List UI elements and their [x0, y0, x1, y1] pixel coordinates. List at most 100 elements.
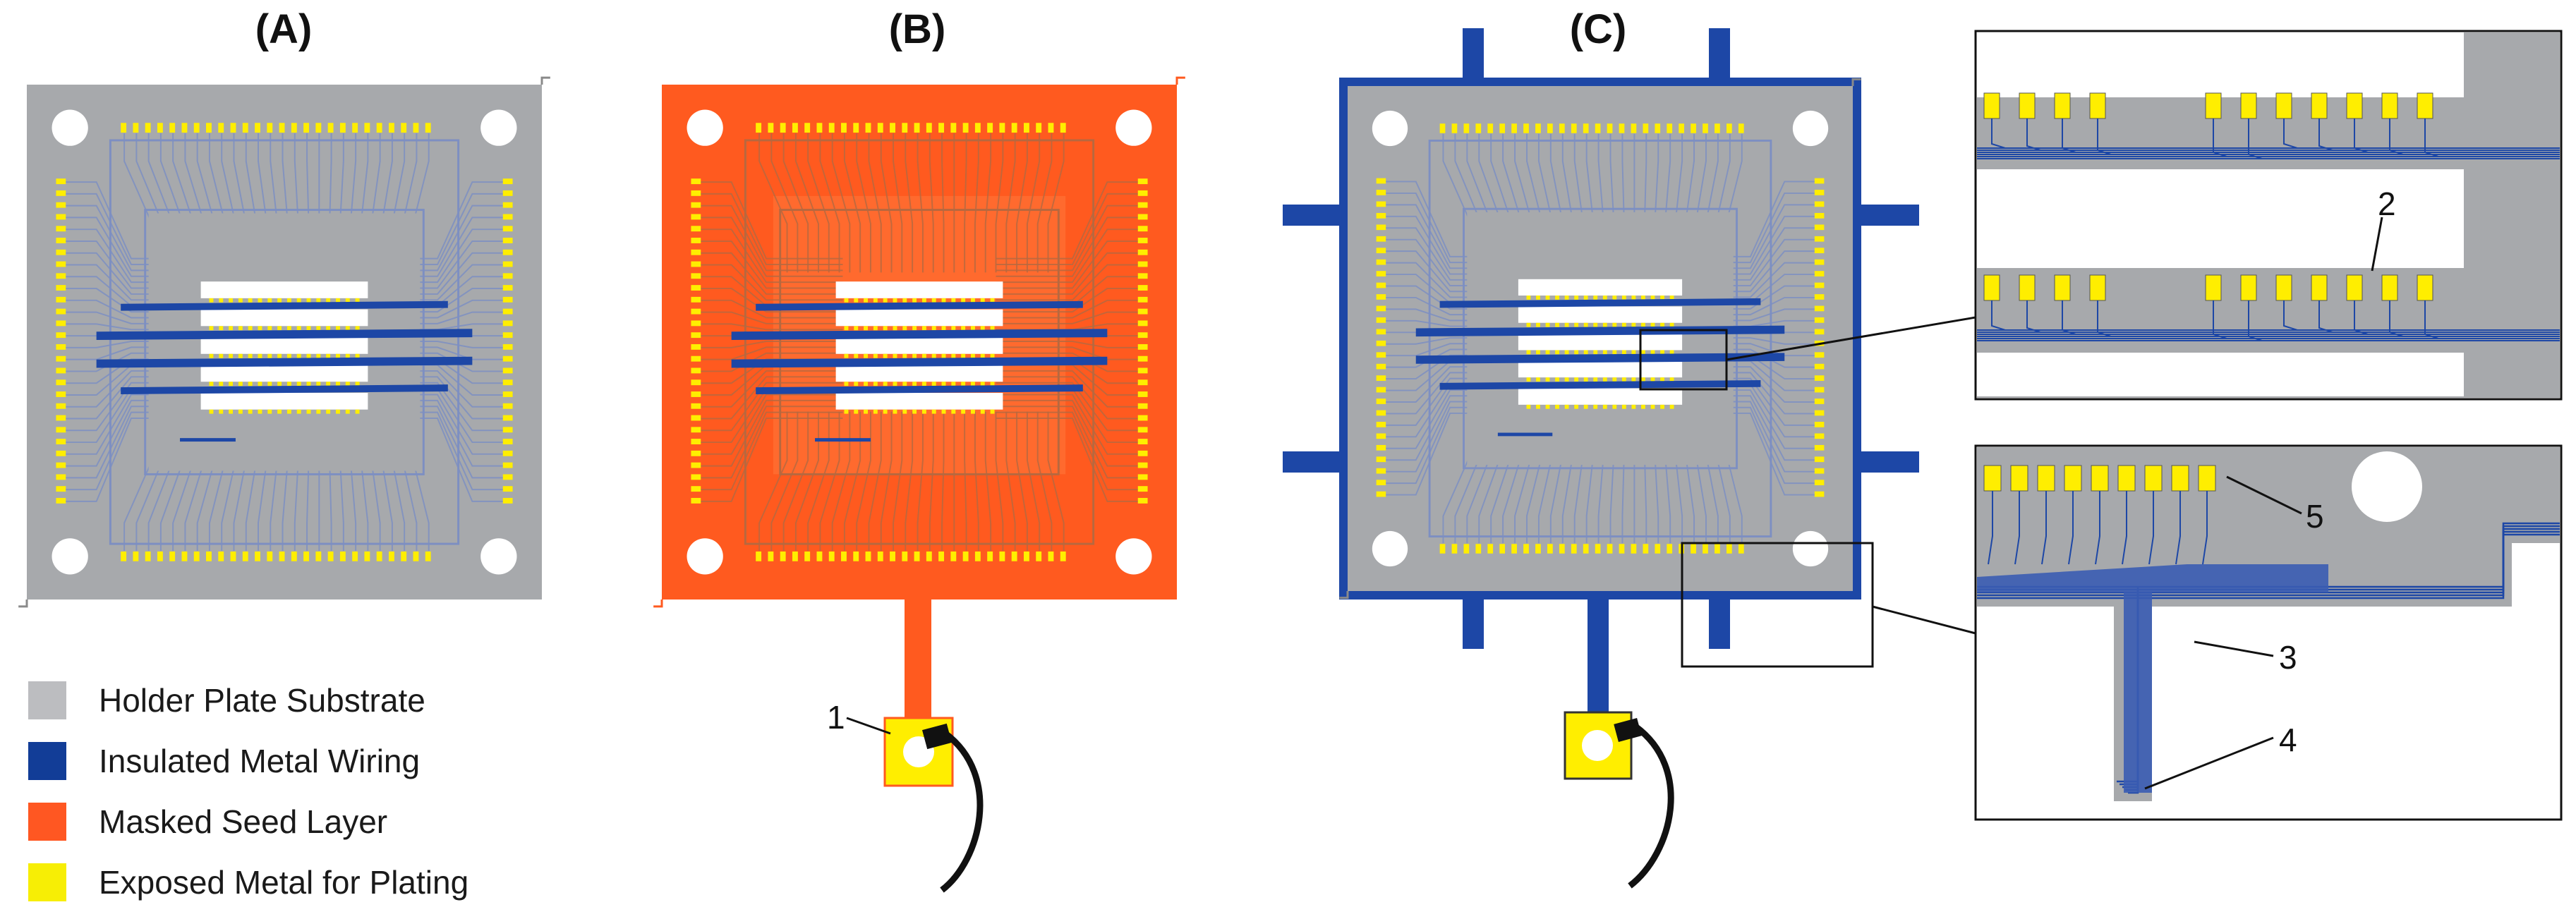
slot-pad	[307, 298, 311, 303]
slot-pad	[1565, 377, 1569, 382]
pad	[503, 250, 513, 255]
slot-pad	[1612, 405, 1616, 409]
mounting-hole	[2352, 451, 2422, 522]
slot-pad	[1622, 405, 1626, 409]
slot-pad	[316, 382, 320, 386]
pad	[1377, 283, 1386, 288]
slot-pad	[1622, 350, 1626, 354]
pad	[1024, 552, 1029, 561]
slot-pad	[1574, 350, 1578, 354]
pad	[987, 552, 993, 561]
slot-pad	[238, 298, 243, 303]
pad	[1138, 273, 1148, 279]
pad	[1815, 398, 1825, 404]
slot-pad	[356, 354, 360, 358]
slot	[836, 393, 1003, 410]
pad	[1691, 544, 1696, 554]
pad	[56, 415, 66, 421]
slot-pad	[883, 410, 888, 414]
pad	[328, 552, 334, 561]
slot-pad	[893, 410, 897, 414]
slot-pad	[287, 410, 291, 414]
pad	[169, 552, 175, 561]
pad	[1138, 379, 1148, 385]
slot-pad	[1536, 405, 1540, 409]
pad	[1377, 445, 1386, 451]
slot-pad	[854, 326, 858, 330]
pad	[2118, 465, 2135, 491]
slot-pad	[951, 382, 955, 386]
pad	[56, 368, 66, 374]
corner-mark	[542, 78, 550, 85]
pad	[841, 552, 847, 561]
pad	[890, 552, 895, 561]
pad	[56, 250, 66, 255]
pad	[1138, 202, 1148, 208]
pad	[255, 123, 260, 133]
slot-pad	[1555, 296, 1559, 300]
pad	[364, 123, 370, 133]
pad	[503, 451, 513, 456]
pad	[1815, 492, 1825, 497]
slot-pad	[902, 410, 907, 414]
pad	[328, 123, 334, 133]
pad	[352, 123, 358, 133]
pad	[1619, 123, 1625, 133]
pad	[999, 123, 1005, 133]
pad	[1452, 123, 1458, 133]
pad	[377, 123, 382, 133]
pad	[1487, 123, 1493, 133]
id-mark	[1498, 433, 1552, 437]
slot-pad	[922, 410, 926, 414]
pad	[2276, 93, 2292, 118]
pad	[503, 297, 513, 303]
pad	[1559, 544, 1565, 554]
pad	[1815, 306, 1825, 312]
slot-pad	[219, 326, 223, 330]
slot-pad	[356, 410, 360, 414]
frame-tab	[1856, 205, 1919, 226]
pad	[503, 178, 513, 184]
slot	[836, 281, 1003, 298]
pad	[1377, 456, 1386, 462]
mounting-hole	[52, 110, 88, 146]
pad	[255, 552, 260, 561]
slot-pad	[287, 298, 291, 303]
pad	[2090, 93, 2105, 118]
pad	[181, 552, 187, 561]
slot-pad	[346, 354, 350, 358]
slot-pad	[307, 382, 311, 386]
slot-pad	[209, 410, 213, 414]
slot-pad	[922, 382, 926, 386]
pad	[340, 552, 346, 561]
slot-pad	[209, 326, 213, 330]
pad	[691, 285, 701, 291]
pad	[503, 403, 513, 409]
pad	[1739, 544, 1744, 554]
pad	[2090, 275, 2105, 300]
slot-pad	[912, 382, 917, 386]
pad	[975, 552, 981, 561]
slot-pad	[1546, 350, 1550, 354]
slot-pad	[961, 354, 965, 358]
slot-pad	[336, 326, 340, 330]
pad	[1024, 123, 1029, 133]
pad	[829, 123, 835, 133]
legend-swatch-seed	[28, 803, 66, 841]
pad	[503, 238, 513, 243]
pad	[503, 344, 513, 350]
slot-pad	[864, 298, 868, 303]
pad	[975, 123, 981, 133]
slot-pad	[1641, 323, 1645, 327]
pad	[841, 123, 847, 133]
pad	[780, 552, 786, 561]
pad	[1036, 123, 1041, 133]
pad	[1619, 544, 1625, 554]
pad	[691, 226, 701, 231]
slot-pad	[932, 326, 936, 330]
slot-pad	[209, 382, 213, 386]
pad	[303, 123, 309, 133]
pad	[56, 262, 66, 267]
pad	[1138, 332, 1148, 338]
pad	[902, 123, 907, 133]
